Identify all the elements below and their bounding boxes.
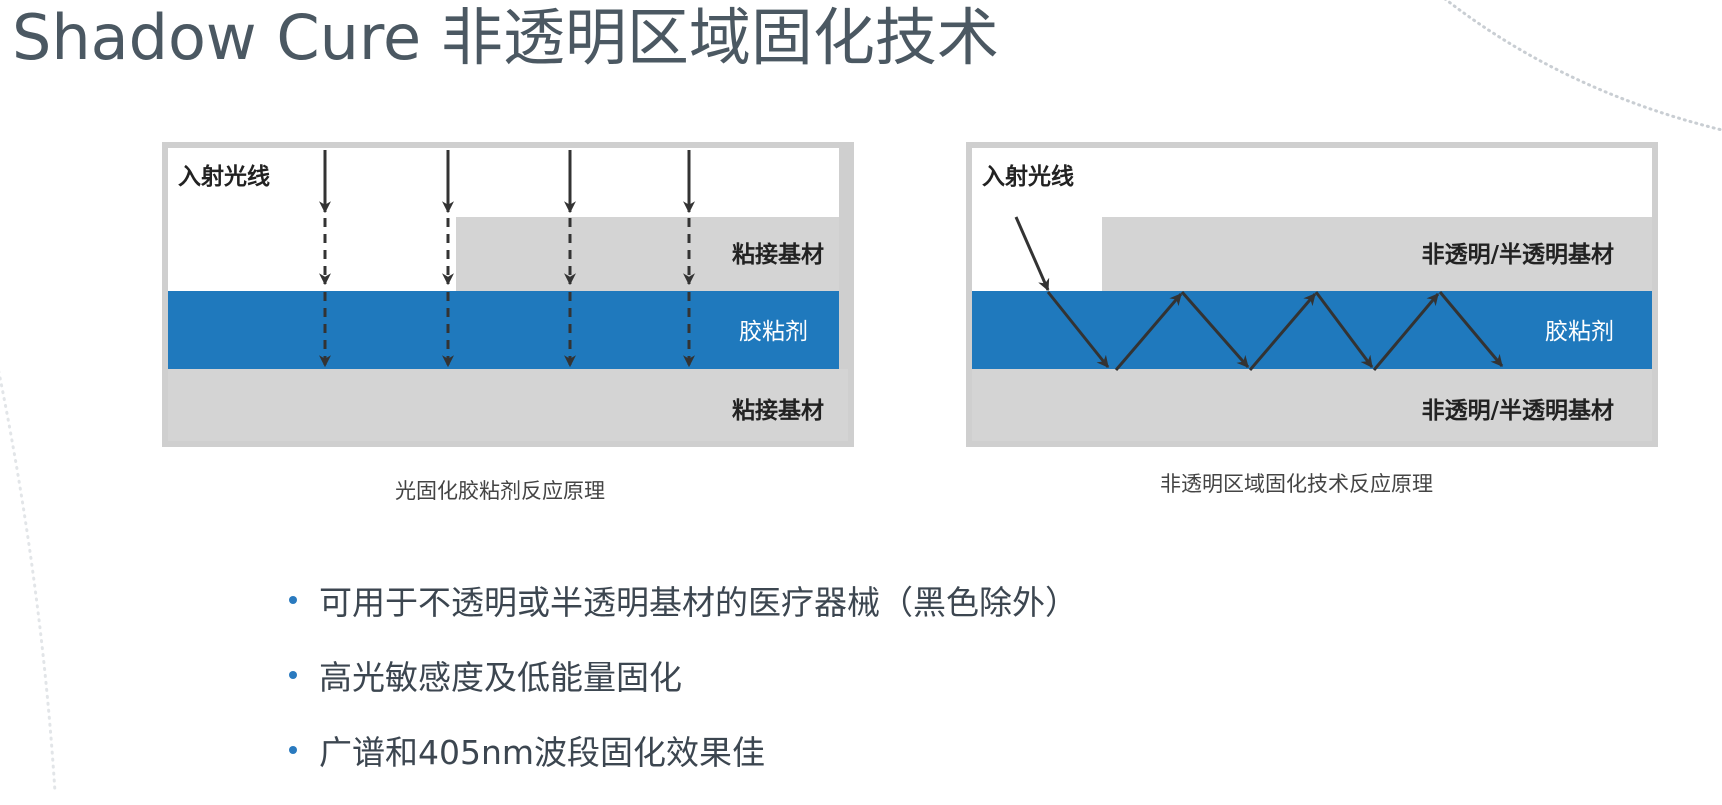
incident-area-lower bbox=[972, 217, 1102, 291]
caption-shadow-cure: 非透明区域固化技术反应原理 bbox=[1160, 472, 1433, 496]
list-item-text: 广谱和405nm波段固化效果佳 bbox=[319, 733, 766, 772]
light-ray bbox=[1014, 216, 1050, 292]
top-substrate-label: 粘接基材 bbox=[732, 242, 824, 268]
bullet-dot-icon bbox=[289, 596, 297, 604]
bottom-substrate-label: 非透明/半透明基材 bbox=[1422, 398, 1614, 424]
incident-light-label: 入射光线 bbox=[982, 163, 1074, 190]
reflected-light-path bbox=[1014, 216, 1504, 371]
list-item-text: 可用于不透明或半透明基材的医疗器械（黑色除外） bbox=[319, 583, 1078, 622]
incident-area bbox=[972, 148, 1652, 217]
list-item: 广谱和405nm波段固化效果佳 bbox=[285, 730, 1078, 805]
bottom-substrate bbox=[168, 369, 848, 441]
bullet-dot-icon bbox=[289, 671, 297, 679]
light-arrows bbox=[319, 150, 695, 368]
light-ray bbox=[1046, 291, 1110, 368]
top-substrate-label: 非透明/半透明基材 bbox=[1422, 242, 1614, 268]
incident-light-label: 入射光线 bbox=[178, 163, 270, 190]
incident-area-lower bbox=[168, 217, 456, 291]
light-ray bbox=[1314, 291, 1374, 368]
light-ray bbox=[1372, 293, 1440, 371]
bullet-dot-icon bbox=[289, 746, 297, 754]
caption-light-cure: 光固化胶粘剂反应原理 bbox=[395, 479, 605, 503]
feature-list: 可用于不透明或半透明基材的医疗器械（黑色除外） 高光敏感度及低能量固化 广谱和4… bbox=[285, 580, 1078, 805]
list-item: 高光敏感度及低能量固化 bbox=[285, 655, 1078, 730]
adhesive-layer bbox=[168, 291, 839, 369]
light-ray bbox=[1114, 293, 1183, 371]
light-ray bbox=[1438, 291, 1504, 367]
adhesive-label: 胶粘剂 bbox=[1545, 319, 1614, 345]
bottom-substrate bbox=[972, 369, 1652, 441]
incident-area bbox=[168, 148, 839, 217]
light-ray bbox=[1248, 293, 1317, 371]
list-item: 可用于不透明或半透明基材的医疗器械（黑色除外） bbox=[285, 580, 1078, 655]
diagram-light-cure: 入射光线 粘接基材 胶粘剂 粘接基材 bbox=[162, 142, 854, 447]
list-item-text: 高光敏感度及低能量固化 bbox=[319, 658, 682, 697]
diagram-shadow-cure: 入射光线 非透明/半透明基材 胶粘剂 非透明/半透明基材 bbox=[966, 142, 1658, 447]
top-substrate bbox=[456, 217, 839, 291]
adhesive-label: 胶粘剂 bbox=[739, 319, 808, 345]
bottom-substrate-label: 粘接基材 bbox=[732, 398, 824, 424]
page-title: Shadow Cure 非透明区域固化技术 bbox=[12, 1, 999, 74]
top-substrate bbox=[1102, 217, 1652, 291]
light-ray bbox=[1180, 291, 1250, 368]
